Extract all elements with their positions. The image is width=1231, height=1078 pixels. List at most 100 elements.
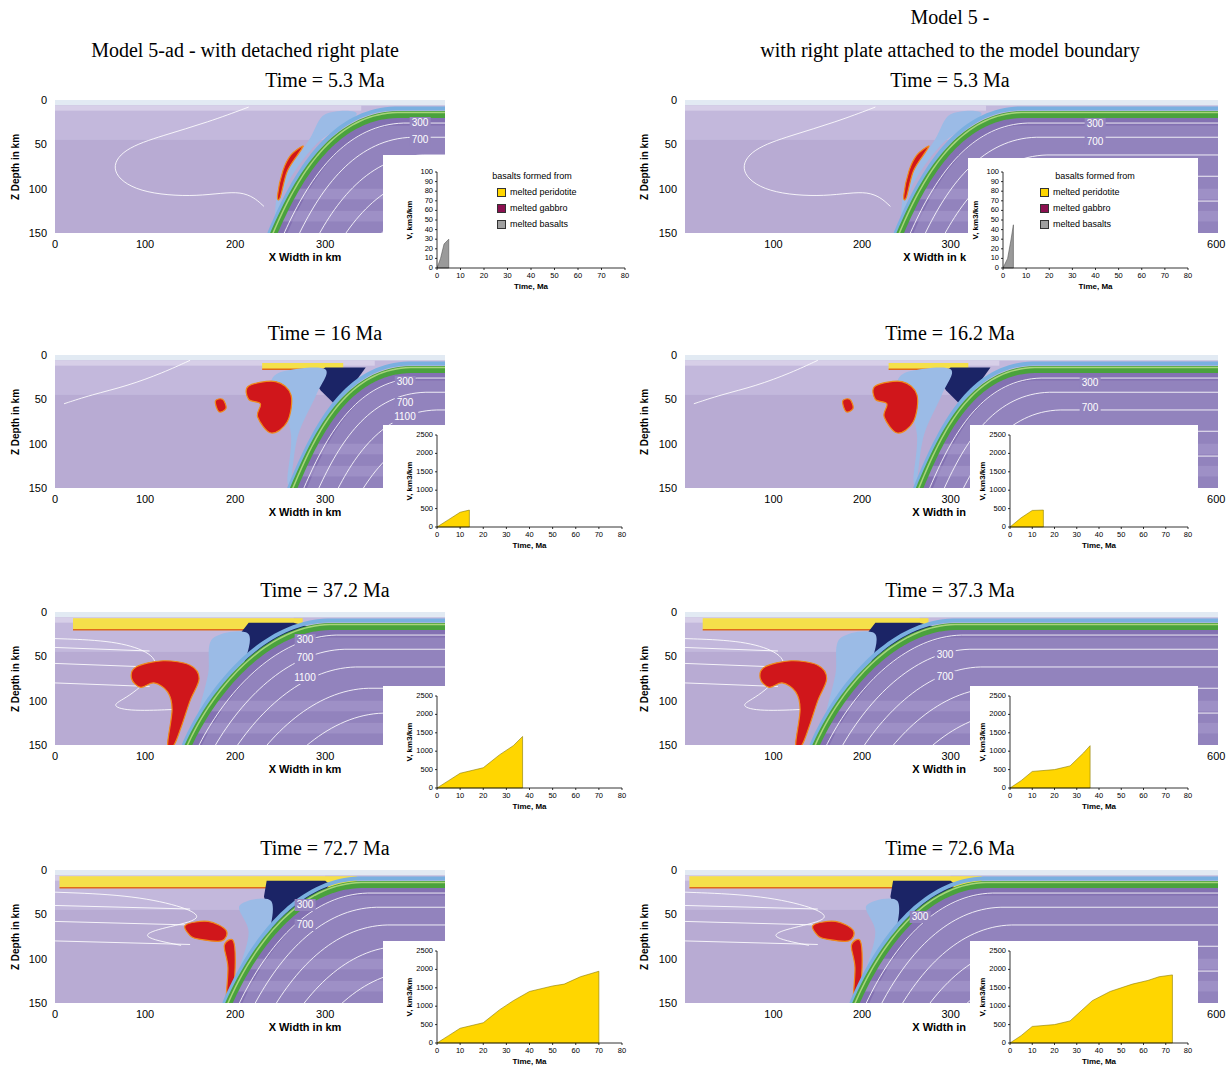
volume-tick: 500 — [420, 505, 433, 513]
axis-tick — [1188, 788, 1189, 790]
axis-tick — [1121, 1043, 1122, 1045]
depth-tick: 100 — [29, 438, 47, 449]
axis-tick — [507, 268, 508, 270]
width-tick: 300 — [941, 1009, 959, 1020]
axis-tick — [435, 181, 437, 182]
continental-crust — [685, 105, 986, 110]
axis-tick — [1165, 788, 1166, 790]
axis-tick — [1008, 1024, 1010, 1025]
axis-tick — [483, 788, 484, 790]
isotherm-label: 300 — [410, 117, 431, 129]
width-tick: 600 — [1207, 751, 1225, 762]
time-tick: 20 — [479, 531, 487, 539]
depth-tick: 50 — [665, 651, 677, 662]
time-title: Time = 5.3 Ma — [265, 70, 384, 90]
isotherm-label: 300 — [295, 634, 316, 646]
volume-tick: 10 — [425, 255, 433, 263]
width-tick: 100 — [136, 494, 154, 505]
axis-tick — [437, 268, 438, 270]
time-tick: 0 — [435, 792, 439, 800]
time-tick: 30 — [1073, 1047, 1081, 1055]
width-tick: 300 — [316, 494, 334, 505]
depth-tick: 0 — [671, 865, 677, 876]
volume-tick: 2000 — [989, 711, 1006, 719]
width-tick: 200 — [853, 494, 871, 505]
time-tick: 20 — [1050, 1047, 1058, 1055]
chart-panel — [383, 425, 633, 557]
time-tick: 10 — [456, 792, 464, 800]
chart-panel — [968, 158, 1198, 300]
plate-interior — [685, 624, 1218, 745]
volume-tick: 2500 — [989, 947, 1006, 955]
axis-tick — [435, 951, 437, 952]
axis-tick — [1049, 268, 1050, 270]
width-tick: 100 — [764, 239, 782, 250]
isotherm-line — [55, 647, 150, 651]
volume-tick: 500 — [993, 766, 1006, 774]
volume-tick: 500 — [420, 766, 433, 774]
volume-tick: 50 — [991, 216, 999, 224]
axis-tick — [1008, 732, 1010, 733]
isotherm-label: 300 — [1085, 118, 1106, 130]
isotherm-line — [115, 107, 264, 206]
axis-tick — [460, 527, 461, 529]
width-tick: 200 — [226, 239, 244, 250]
width-tick: 300 — [316, 1009, 334, 1020]
axis-tick — [1072, 268, 1073, 270]
volume-tick: 2000 — [416, 450, 433, 458]
axis-tick — [435, 471, 437, 472]
time-tick: 80 — [1184, 531, 1192, 539]
time-tick: 10 — [456, 1047, 464, 1055]
time-tick: 70 — [595, 531, 603, 539]
axis-line — [437, 172, 625, 268]
axis-title: V, km3/km — [406, 462, 414, 501]
water-layer — [685, 355, 1218, 360]
isotherm-label: 1100 — [292, 672, 318, 684]
axis-title: V, km3/km — [406, 978, 414, 1017]
width-tick: 600 — [1207, 239, 1225, 250]
time-tick: 50 — [548, 531, 556, 539]
model-panel — [685, 612, 1218, 745]
axis-tick — [1026, 268, 1027, 270]
axis-tick — [1001, 191, 1003, 192]
time-tick: 70 — [1161, 272, 1169, 280]
axis-tick — [435, 696, 437, 697]
axis-tick — [1121, 527, 1122, 529]
volume-tick: 0 — [1002, 784, 1006, 792]
volume-tick: 2500 — [989, 431, 1006, 439]
volume-tick: 500 — [993, 1021, 1006, 1029]
axis-tick — [1008, 751, 1010, 752]
axis-tick — [1164, 268, 1165, 270]
isotherm-line — [55, 905, 190, 909]
axis-tick — [529, 527, 530, 529]
time-title: Time = 5.3 Ma — [890, 70, 1009, 90]
axis-tick — [1001, 220, 1003, 221]
isotherm-label: 700 — [410, 134, 431, 146]
axis-tick — [1099, 527, 1100, 529]
axis-tick — [483, 527, 484, 529]
axis-tick — [1001, 172, 1003, 173]
time-tick: 0 — [1008, 792, 1012, 800]
volume-tick: 0 — [995, 264, 999, 272]
time-tick: 60 — [1139, 1047, 1147, 1055]
time-tick: 80 — [618, 531, 626, 539]
volume-chart — [970, 686, 1198, 818]
depth-tick: 50 — [35, 909, 47, 920]
depth-tick: 0 — [671, 350, 677, 361]
isotherm-label: 300 — [935, 649, 956, 661]
time-tick: 20 — [480, 272, 488, 280]
volume-tick: 1000 — [989, 1002, 1006, 1010]
axis-line — [437, 435, 622, 527]
figure-heading: with right plate attached to the model b… — [760, 40, 1139, 60]
time-tick: 60 — [574, 272, 582, 280]
axis-tick — [484, 268, 485, 270]
time-tick: 60 — [572, 531, 580, 539]
axis-tick — [1008, 435, 1010, 436]
axis-title: Time, Ma — [1082, 1058, 1116, 1066]
chart-panel — [383, 941, 633, 1073]
time-title: Time = 16.2 Ma — [885, 323, 1014, 343]
time-tick: 20 — [479, 792, 487, 800]
legend-title: basalts formed from — [492, 172, 572, 181]
axis-tick — [1118, 268, 1119, 270]
axis-tick — [460, 788, 461, 790]
